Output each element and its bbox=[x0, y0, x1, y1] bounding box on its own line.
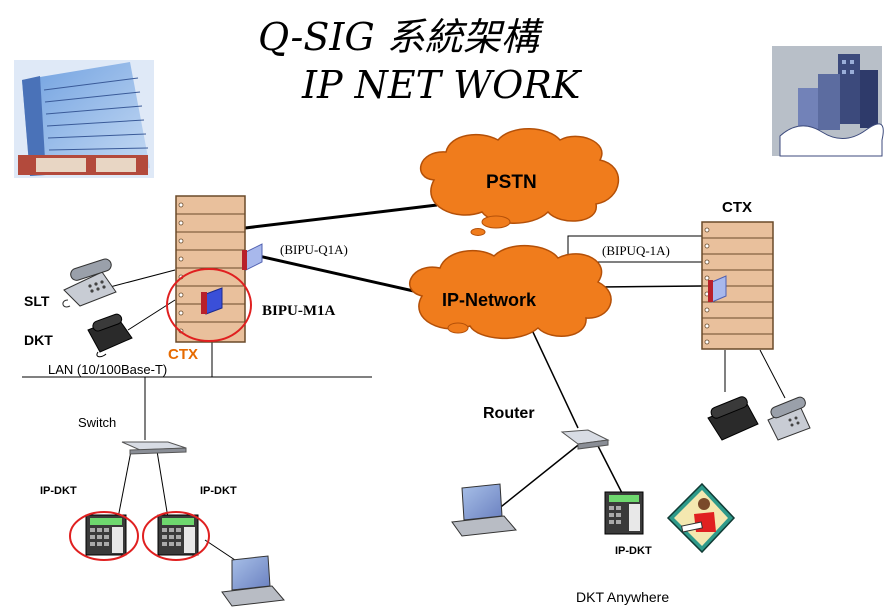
link-router-laptop bbox=[496, 441, 583, 511]
router-label: Router bbox=[483, 405, 535, 422]
city-skyline-icon bbox=[772, 46, 884, 157]
switch-label: Switch bbox=[78, 415, 116, 430]
right-ctx-label: CTX bbox=[722, 199, 752, 216]
pstn-cloud bbox=[419, 128, 619, 236]
bipuq-1a-label: (BIPUQ-1A) bbox=[602, 243, 670, 258]
left-ctx-label: CTX bbox=[168, 346, 198, 363]
bipu-q1a-label: (BIPU-Q1A) bbox=[280, 242, 348, 257]
dkt-anywhere-label: DKT Anywhere bbox=[576, 589, 669, 605]
pstn-label: PSTN bbox=[486, 172, 537, 193]
ip-dkt-2-label: IP-DKT bbox=[200, 485, 237, 497]
slt-label: SLT bbox=[24, 293, 50, 309]
switch-icon bbox=[121, 441, 187, 455]
ip-dkt-1-label: IP-DKT bbox=[40, 485, 77, 497]
connection-lines bbox=[22, 203, 786, 563]
title-line-2: IP NET WORK bbox=[301, 63, 583, 107]
dkt-label: DKT bbox=[24, 332, 53, 348]
link-bipuq-bracket bbox=[567, 235, 705, 262]
link-ctx-pstn bbox=[244, 203, 438, 230]
ip-dkt-remote-label: IP-DKT bbox=[615, 545, 652, 557]
link-rightctx-slt bbox=[759, 349, 786, 399]
right-slt-phone-icon bbox=[767, 396, 811, 441]
remote-worker-icon bbox=[666, 482, 736, 554]
bipu-m1a-label: BIPU-M1A bbox=[262, 303, 335, 319]
slt-phone-icon bbox=[62, 258, 117, 308]
bipu-m1a-card-icon bbox=[201, 287, 223, 315]
link-ipnetwork-rightctx bbox=[599, 285, 703, 288]
lan-label: LAN (10/100Base-T) bbox=[48, 362, 167, 377]
ip-network-cloud bbox=[409, 244, 612, 339]
ctx-highlight-circle bbox=[166, 268, 252, 342]
ip-dkt-2-highlight-circle bbox=[142, 511, 210, 561]
ip-dkt-phone-remote-icon bbox=[604, 491, 644, 535]
link-ctx-slt bbox=[109, 269, 176, 288]
ip-dkt-phone-1-icon bbox=[85, 514, 127, 556]
ip-network-label: IP-Network bbox=[442, 290, 537, 310]
link-ipnetwork-router bbox=[531, 329, 579, 429]
right-dkt-phone-icon bbox=[707, 396, 759, 441]
router-icon bbox=[560, 429, 610, 450]
link-switch-ipdkt2 bbox=[156, 450, 169, 519]
link-ctx-ipnetwork bbox=[231, 248, 419, 294]
bipuq-1a-card-icon bbox=[708, 275, 727, 303]
dkt-phone-icon bbox=[87, 313, 133, 358]
ip-dkt-1-highlight-circle bbox=[69, 511, 139, 561]
laptop-left-icon bbox=[221, 555, 285, 607]
office-building-icon bbox=[14, 60, 154, 178]
title-line-1: Q-SIG 系統架構 bbox=[258, 15, 544, 59]
bipu-q1a-card-icon bbox=[242, 243, 263, 271]
link-switch-ipdkt1 bbox=[117, 450, 132, 519]
link-router-ipdkt bbox=[597, 445, 624, 496]
link-ipdkt2-laptop bbox=[204, 539, 239, 563]
ip-dkt-phone-2-icon bbox=[157, 514, 199, 556]
laptop-right-icon bbox=[451, 483, 517, 537]
